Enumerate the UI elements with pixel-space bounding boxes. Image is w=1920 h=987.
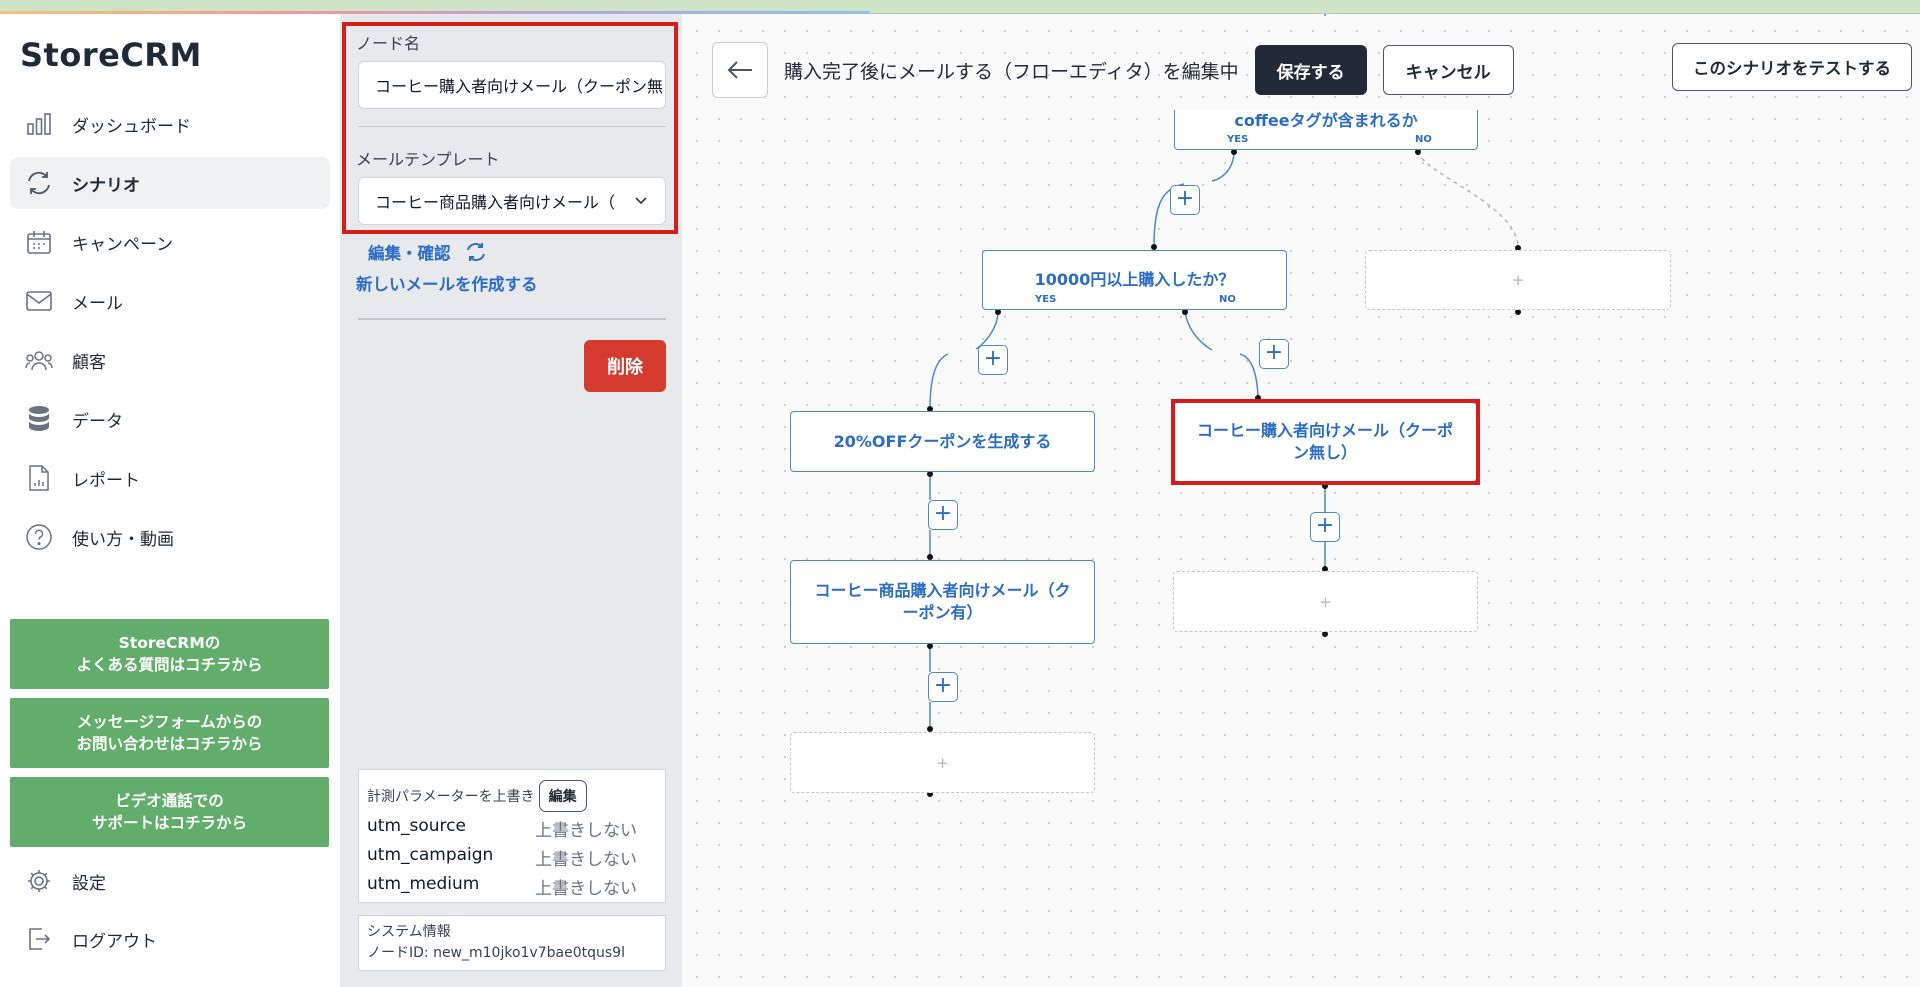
edit-confirm-label: 編集・確認 [368,244,451,263]
utm-value: 上書きしない [535,850,637,870]
flow-empty-slot[interactable]: + [790,732,1095,793]
calendar-icon [24,227,54,257]
utm-edit-button[interactable]: 編集 [538,780,587,812]
sidebar-item-settings[interactable]: 設定 [24,866,106,896]
yes-label: YES [1035,294,1057,305]
node-name-label: ノード名 [356,34,421,53]
refresh-icon[interactable] [465,241,487,263]
bar-chart-icon [24,109,54,139]
logout-label: ログアウト [72,931,157,952]
add-node-button[interactable]: + [1259,339,1289,369]
mail-icon [24,286,54,316]
chevron-down-icon [633,192,649,212]
node-id: ノードID: new_m10jko1v7bae0tqus9l [367,945,625,961]
settings-label: 設定 [72,873,106,894]
utm-value: 上書きしない [535,821,637,841]
delete-button[interactable]: 削除 [584,340,666,392]
back-button[interactable] [712,42,768,98]
cancel-button[interactable]: キャンセル [1382,45,1514,95]
node-label: 10000円以上購入したか？ [1034,270,1235,289]
sidebar-nav: ダッシュボード シナリオ キャンペーン メール 顧客 [10,98,330,570]
divider [358,126,666,127]
flow-node-coffee-tag[interactable]: coffeeタグが含まれるか YES NO [1174,110,1478,150]
sidebar-item-mail[interactable]: メール [10,275,330,327]
no-label: NO [1219,294,1236,305]
selected-node-highlight [1171,399,1480,485]
new-mail-link[interactable]: 新しいメールを作成する [356,275,538,294]
utm-row: utm_source 上書きしない [367,816,637,841]
flow-empty-slot[interactable]: + [1173,571,1478,632]
add-node-button[interactable]: + [928,672,958,702]
sidebar-item-data[interactable]: データ [10,393,330,445]
sidebar-item-scenario[interactable]: シナリオ [10,157,330,209]
contact-form-button[interactable]: メッセージフォームからの お問い合わせはコチラから [10,698,329,768]
flow-connectors [927,14,1521,797]
sidebar-item-report[interactable]: レポート [10,452,330,504]
browser-top-strip [0,0,1920,14]
utm-value: 上書きしない [535,879,637,899]
sidebar-item-label: データ [72,411,123,432]
sidebar-item-campaign[interactable]: キャンペーン [10,216,330,268]
flow-node-mail-with-coupon[interactable]: コーヒー商品購入者向けメール（クーポン有） [790,560,1095,644]
sidebar: StoreCRM ダッシュボード シナリオ キャンペーン メール [0,14,340,987]
faq-button[interactable]: StoreCRMの よくある質問はコチラから [10,619,329,689]
divider [358,318,666,320]
refresh-cycle-icon [24,168,54,198]
sidebar-item-customers[interactable]: 顧客 [10,334,330,386]
report-file-icon [24,463,54,493]
mail-template-label: メールテンプレート [356,150,500,169]
add-node-button[interactable]: + [1170,185,1200,215]
sidebar-item-label: ダッシュボード [72,116,191,137]
loading-bar [0,11,870,14]
add-node-button[interactable]: + [928,500,958,530]
logout-icon [24,924,54,954]
node-settings-panel: ノード名 コーヒー購入者向けメール（クーポン無 メールテンプレート コーヒー商品… [340,14,682,987]
edit-confirm-link[interactable]: 編集・確認 [368,240,487,264]
sidebar-item-label: キャンペーン [72,234,174,255]
system-info-box: システム情報 ノードID: new_m10jko1v7bae0tqus9l [358,915,666,971]
save-button[interactable]: 保存する [1254,45,1367,95]
utm-key: utm_medium [367,874,480,894]
highlight-box [342,22,678,234]
no-label: NO [1415,134,1432,145]
sidebar-item-label: 顧客 [72,352,106,373]
database-icon [24,404,54,434]
system-info-title: システム情報 [367,924,451,940]
utm-row: utm_campaign 上書きしない [367,845,637,870]
node-label: coffeeタグが含まれるか [1234,111,1418,130]
sidebar-item-label: メール [72,293,123,314]
flow-node-mail-no-coupon[interactable]: コーヒー購入者向けメール（クーポン無し） [1173,402,1477,482]
utm-row: utm_medium 上書きしない [367,874,637,899]
editor-toolbar: 購入完了後にメールする（フローエディタ）を編集中 保存する キャンセル [712,42,1514,98]
sidebar-item-label: 使い方・動画 [72,529,174,550]
sidebar-item-help[interactable]: 使い方・動画 [10,511,330,563]
flow-node-amount-check[interactable]: 10000円以上購入したか？ YES NO [982,250,1287,310]
sidebar-item-dashboard[interactable]: ダッシュボード [10,98,330,150]
editing-title: 購入完了後にメールする（フローエディタ）を編集中 [784,60,1239,83]
users-icon [24,345,54,375]
yes-label: YES [1227,134,1249,145]
utm-header: 計測パラメーターを上書き 編集 [367,780,587,812]
flow-node-coupon[interactable]: 20%OFFクーポンを生成する [790,411,1095,472]
sidebar-item-label: シナリオ [72,175,140,196]
node-name-input[interactable]: コーヒー購入者向けメール（クーポン無 [358,61,666,109]
utm-override-box: 計測パラメーターを上書き 編集 utm_source 上書きしない utm_ca… [358,769,666,903]
mail-template-value: コーヒー商品購入者向けメール（ [375,193,616,212]
app-logo[interactable]: StoreCRM [20,36,202,74]
test-scenario-button[interactable]: このシナリオをテストする [1672,43,1912,91]
add-node-button[interactable]: + [978,345,1008,375]
utm-key: utm_campaign [367,845,494,865]
sidebar-item-logout[interactable]: ログアウト [24,924,157,954]
flow-canvas[interactable]: coffeeタグが含まれるか YES NO + 10000円以上購入したか？ Y… [682,14,1920,987]
video-support-button[interactable]: ビデオ通話での サポートはコチラから [10,777,329,847]
flow-empty-slot[interactable]: + [1365,250,1671,310]
utm-header-label: 計測パラメーターを上書き [367,789,535,805]
help-circle-icon [24,522,54,552]
utm-key: utm_source [367,816,466,836]
sidebar-item-label: レポート [72,470,140,491]
gear-icon [24,866,54,896]
add-node-button[interactable]: + [1310,512,1340,542]
arrow-left-icon [726,59,754,81]
mail-template-select[interactable]: コーヒー商品購入者向けメール（ [358,177,666,225]
